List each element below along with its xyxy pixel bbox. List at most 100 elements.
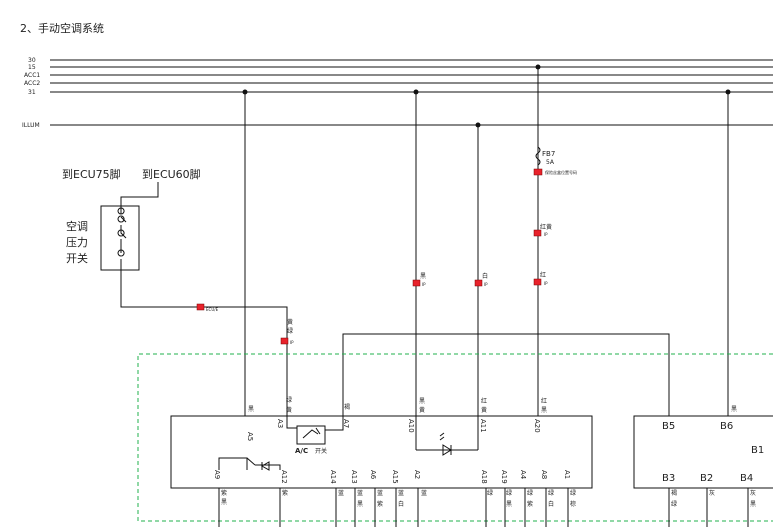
fuse-symbol — [535, 146, 541, 166]
pin-a4-color-2: 紫 — [527, 500, 533, 508]
yellow-green-wire-group: 黄 绿 IP — [280, 318, 294, 345]
pin-a19-color-1: 绿 — [506, 489, 512, 497]
fuse-connector — [533, 168, 543, 176]
black-connector — [412, 279, 421, 287]
pin-b2-color: 灰 — [709, 489, 715, 497]
pin-a9-color-1: 紫 — [221, 489, 227, 497]
a7-b5-wire — [342, 333, 670, 416]
bus-label-31: 31 — [28, 89, 36, 96]
pin-a15-color-2: 白 — [398, 500, 404, 508]
pin-a12-color: 紫 — [282, 489, 288, 497]
bus-label-acc2: ACC2 — [24, 80, 40, 87]
red-yellow-wire-color: 红黄 — [540, 223, 552, 231]
pin-a6: A6 — [369, 470, 377, 480]
pressure-switch-label-2: 压力 — [66, 236, 88, 249]
yellow-green-color-1: 黄 — [287, 318, 293, 326]
pin-a7: A7 — [342, 419, 350, 428]
bus-label-30: 30 — [28, 57, 36, 64]
ecu-60-label: 到ECU60脚 — [142, 167, 201, 181]
internal-switch — [246, 457, 256, 466]
diode-icon — [260, 461, 270, 471]
pin-a14: A14 — [329, 470, 337, 484]
pin-a19: A19 — [500, 470, 508, 484]
yellow-green-connector — [280, 337, 289, 345]
pin-b6-color: 黑 — [731, 406, 737, 413]
pin-b2: B2 — [700, 473, 713, 484]
pin-a3-color-2: 黄 — [286, 406, 292, 414]
red-yellow-connector-note: IP — [544, 232, 548, 237]
pin-a15-color-1: 蓝 — [398, 489, 404, 497]
red-connector-note: IP — [544, 281, 548, 286]
internal-loop — [218, 457, 248, 470]
pin-a9: A9 — [213, 470, 221, 479]
pin-a13-color-2: 黑 — [357, 501, 363, 508]
pin-b4: B4 — [740, 473, 753, 484]
right-module: B5 B6 黑 B1 B3 褐 绿 B2 灰 B4 灰 黑 — [633, 406, 773, 527]
ac-switch-suffix: 开关 — [315, 447, 327, 455]
pin-a12: A12 — [280, 470, 288, 484]
indicator-led-icon — [442, 444, 452, 456]
pin-b3-color-1: 褐 — [671, 489, 677, 497]
pin-a11-color-2: 黄 — [481, 406, 487, 414]
pin-a5: A5 — [246, 432, 254, 441]
pin-a20-color-2: 黑 — [541, 407, 547, 414]
red-connector — [533, 278, 542, 286]
panel-top-pins: 黑 A5 绿 黄 A3 褐 A7 黑 黄 A10 红 黄 A11 红 黑 A20 — [246, 396, 547, 441]
pin-a10: A10 — [407, 419, 415, 433]
pin-a1-color-1: 绿 — [570, 489, 576, 497]
ac-switch-wire-in — [286, 416, 297, 429]
pin-a4: A4 — [519, 470, 527, 480]
pressure-switch-circuit: 到ECU75脚 到ECU60脚 空调 压力 开关 ECU/E — [62, 167, 288, 416]
bus-label-acc1: ACC1 — [24, 72, 40, 79]
ac-switch-assembly: A/C 开关 — [286, 416, 478, 456]
white-connector-note: IP — [484, 282, 488, 287]
pressure-switch-contacts — [117, 207, 125, 257]
pin-a1: A1 — [563, 470, 571, 479]
ac-switch-box — [296, 425, 326, 445]
pin-b1: B1 — [751, 445, 764, 456]
panel-feeds: 黑 IP 白 IP FB7 5A 保险丝盒位置号码 红黄 IP 红 IP — [244, 67, 729, 450]
pin-a13: A13 — [350, 470, 358, 484]
bus-label-illum: ILLUM — [22, 122, 40, 129]
pin-a10-color-2: 黄 — [419, 406, 425, 414]
panel-bottom-pins: A9 紫 黑 A12 紫 A14 蓝 A13 蓝 黑 A6 蓝 紫 A15 蓝 … — [213, 470, 576, 527]
pin-a3: A3 — [276, 419, 284, 428]
ecu-75-label: 到ECU75脚 — [62, 167, 121, 181]
pin-a3-color-1: 绿 — [286, 396, 292, 404]
pin-a8-color-1: 绿 — [548, 489, 554, 497]
pin-a20-color-1: 红 — [541, 397, 547, 405]
pressure-switch-label-3: 开关 — [66, 251, 88, 265]
pin-a14-color: 蓝 — [338, 489, 344, 497]
pin-a6-color-2: 紫 — [377, 500, 383, 508]
black-wire-color: 黑 — [420, 273, 426, 280]
pin-a8-color-2: 白 — [548, 500, 554, 508]
ecu-connector-note: ECU/E — [206, 307, 219, 312]
pin-b4-color-1: 灰 — [750, 489, 756, 497]
ecu-wire — [120, 182, 159, 209]
pin-a8: A8 — [540, 470, 548, 479]
fuse-rating: 5A — [546, 159, 555, 166]
pin-a20: A20 — [533, 419, 541, 433]
pressure-switch-label-1: 空调 — [66, 219, 88, 233]
pressure-switch-box — [100, 205, 140, 271]
pin-a15: A15 — [391, 470, 399, 484]
pin-a13-color-1: 蓝 — [357, 489, 363, 497]
fuse-name: FB7 — [542, 150, 555, 158]
ac-switch-label: A/C — [295, 447, 308, 455]
pin-b4-color-2: 黑 — [750, 501, 756, 508]
pin-a4-color-1: 绿 — [527, 489, 533, 497]
ac-switch-wire-out — [325, 416, 344, 431]
pressure-switch-blades — [120, 216, 127, 253]
pin-a6-color-1: 蓝 — [377, 489, 383, 497]
pin-a1-color-2: 棕 — [570, 500, 576, 508]
pin-b5: B5 — [662, 421, 675, 432]
pin-a2: A2 — [413, 470, 421, 479]
pin-a11-color-1: 红 — [481, 397, 487, 405]
black-connector-note: IP — [422, 282, 426, 287]
pin-a5-color: 黑 — [248, 406, 254, 413]
white-connector — [474, 279, 483, 287]
control-module-boundary — [137, 353, 773, 522]
red-yellow-connector — [533, 229, 542, 237]
ac-switch-icon — [302, 427, 321, 439]
